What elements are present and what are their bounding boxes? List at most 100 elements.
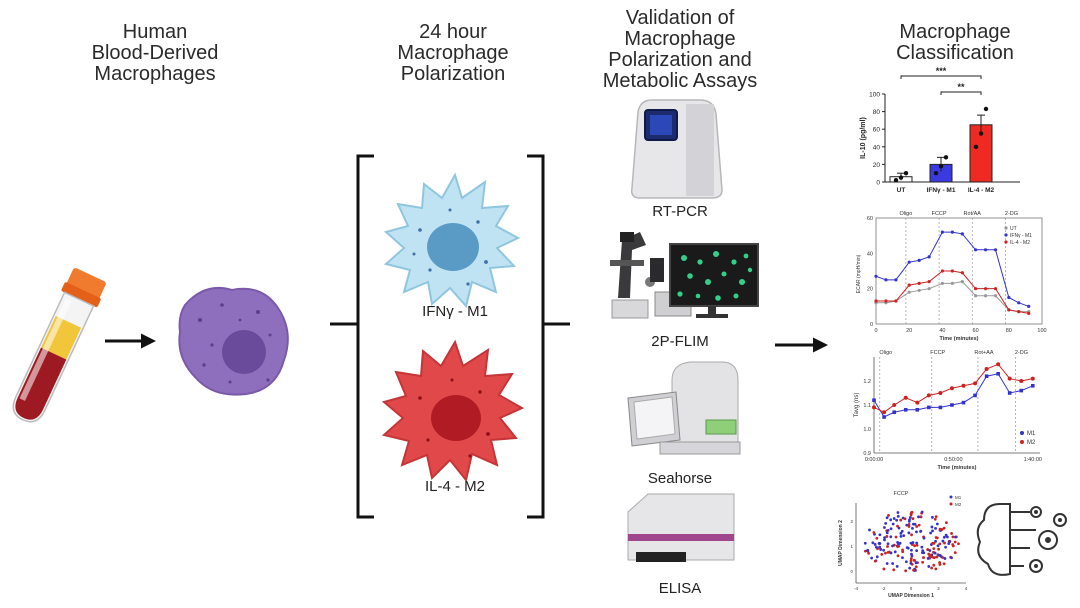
umap-point: [909, 557, 913, 561]
umap-point: [867, 551, 871, 555]
il10-point: [898, 175, 904, 180]
umap-point: [904, 569, 908, 573]
ecar-x-tick-label: 40: [939, 328, 945, 334]
umap-point: [934, 539, 937, 543]
umap-point: [899, 518, 903, 522]
tau-point: [984, 367, 989, 371]
tau-point: [926, 393, 931, 398]
tau-x-axis-label: Time (minutes): [937, 465, 976, 471]
il10-sig-bracket: [940, 91, 982, 95]
assay-label-rtpcr: RT-PCR: [652, 203, 708, 220]
ecar-x-tick-label: 60: [973, 328, 979, 334]
flim-monitor-icon: [669, 243, 759, 318]
tau-point: [949, 386, 954, 391]
ecar-point: [927, 287, 931, 291]
umap-point: [896, 514, 900, 518]
umap-point: [931, 529, 934, 533]
umap-point: [914, 561, 918, 565]
umap-point: [892, 517, 896, 520]
umap-point: [896, 511, 900, 514]
umap-point: [884, 521, 888, 525]
umap-point: [910, 554, 914, 558]
umap-point: [871, 541, 875, 545]
umap-x-tick-label: -2: [881, 586, 885, 591]
umap-point: [957, 542, 960, 546]
umap-point: [897, 526, 901, 530]
blood-tube-icon: [12, 268, 106, 423]
tau-point: [903, 408, 908, 412]
il10-y-tick-label: 100: [869, 92, 880, 99]
ecar-point: [884, 299, 888, 303]
umap-point: [883, 526, 886, 529]
umap-point: [934, 567, 938, 571]
umap-point: [907, 531, 911, 535]
umap-point: [932, 547, 936, 551]
ecar-point: [927, 280, 931, 284]
umap-point: [883, 538, 886, 542]
umap-point: [878, 533, 882, 537]
tau-point: [950, 403, 954, 407]
ecar-point: [983, 248, 988, 252]
ecar-x-axis-label: Time (minutes): [939, 336, 978, 342]
tau-point: [996, 362, 1001, 367]
umap-legend-label: M2: [955, 502, 962, 507]
umap-point: [901, 556, 904, 560]
tau-y-tick-label: 1.0: [863, 427, 871, 433]
ecar-point: [940, 281, 944, 285]
umap-point: [943, 557, 947, 560]
tau-point: [882, 410, 887, 415]
umap-point: [907, 523, 911, 526]
umap-point: [896, 554, 900, 558]
ecar-x-tick-label: 20: [906, 328, 912, 334]
ecar-point: [917, 288, 921, 293]
ecar-point: [1027, 304, 1031, 308]
umap-point: [929, 531, 933, 535]
ecar-injection-label: Rot/AA: [964, 211, 982, 217]
umap-point: [885, 531, 889, 535]
left-bracket: [356, 154, 374, 519]
header-classification: Macrophage Classification: [896, 21, 1014, 64]
tau-y-axis-label: Tavg (ns): [854, 393, 860, 418]
umap-legend-label: M1: [955, 495, 962, 500]
umap-point: [912, 522, 915, 526]
ecar-x-tick-label: 100: [1037, 328, 1046, 334]
umap-point: [935, 522, 939, 526]
umap-point: [896, 524, 899, 528]
umap-point: [922, 556, 925, 559]
umap-point: [931, 515, 934, 519]
tau-y-tick-label: 1.1: [863, 403, 871, 409]
tau-point: [938, 391, 943, 395]
ecar-injection-label: 2-DG: [1005, 211, 1018, 217]
umap-point: [950, 556, 953, 560]
ecar-point: [960, 232, 964, 236]
ecar-point: [950, 281, 954, 285]
umap-point: [901, 550, 905, 554]
umap-point: [920, 545, 924, 549]
ecar-frame: [875, 217, 1043, 325]
m1-macrophage-icon: [383, 172, 521, 309]
ecar-injection-label: FCCP: [932, 211, 947, 217]
umap-point: [889, 535, 893, 539]
il10-point: [983, 106, 989, 112]
ecar-y-tick-label: 60: [867, 216, 873, 222]
umap-point: [886, 528, 890, 532]
umap-point: [926, 557, 930, 560]
umap-point: [863, 549, 867, 553]
umap-point: [910, 548, 913, 552]
umap-point: [897, 544, 901, 548]
umap-point: [891, 544, 894, 548]
m1-label: IFNγ - M1: [422, 303, 488, 320]
ecar-x-tick-label: 0: [874, 328, 877, 334]
umap-point: [943, 541, 946, 545]
gear-icon: [1034, 510, 1062, 568]
ecar-point: [1017, 301, 1021, 305]
ecar-point: [940, 269, 944, 273]
il10-point: [933, 171, 939, 176]
ecar-point: [907, 283, 911, 287]
tau-injection-label: 2-DG: [1015, 350, 1028, 356]
ecar-legend-marker: [1004, 240, 1008, 244]
umap-point: [909, 559, 913, 563]
ecar-point: [1017, 310, 1021, 314]
tau-x-tick-label: 0:00:00: [865, 457, 883, 463]
